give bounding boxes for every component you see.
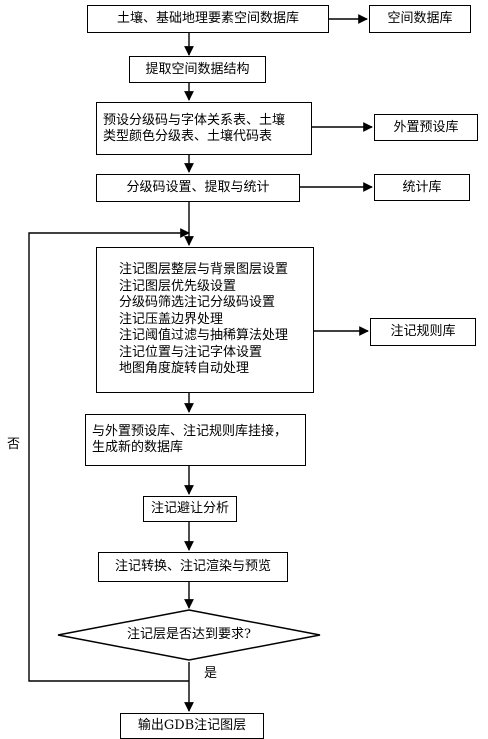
node-code-setup: 分级码设置、提取与统计 — [96, 174, 300, 202]
db-preset: 外置预设库 — [374, 114, 478, 141]
node-annotation-settings: 注记图层整层与背景图层设置 注记图层优先级设置 分级码筛选注记分级码设置 注记压… — [96, 247, 314, 393]
edge-decision-no-loop — [28, 228, 190, 682]
db-stats: 统计库 — [374, 174, 470, 201]
decision-diamond — [57, 609, 321, 661]
db-rules: 注记规则库 — [370, 318, 476, 346]
node-extract-structure: 提取空间数据结构 — [129, 56, 266, 83]
node-convert-render: 注记转换、注记渲染与预览 — [98, 552, 288, 582]
edge-label-no: 否 — [7, 437, 21, 452]
db-spatial: 空间数据库 — [369, 5, 471, 33]
node-avoidance-analysis: 注记避让分析 — [143, 496, 237, 522]
edge-label-yes: 是 — [204, 666, 218, 681]
node-spatial-source: 土壤、基础地理要素空间数据库 — [87, 5, 329, 33]
node-preset-tables: 预设分级码与字体关系表、土壤 类型颜色分级表、土壤代码表 — [96, 102, 312, 155]
node-link-databases: 与外置预设库、注记规则库挂接， 生成新的数据库 — [85, 414, 306, 466]
node-output-gdb: 输出GDB注记图层 — [120, 713, 264, 739]
decision-label: 注记层是否达到要求? — [127, 627, 251, 642]
